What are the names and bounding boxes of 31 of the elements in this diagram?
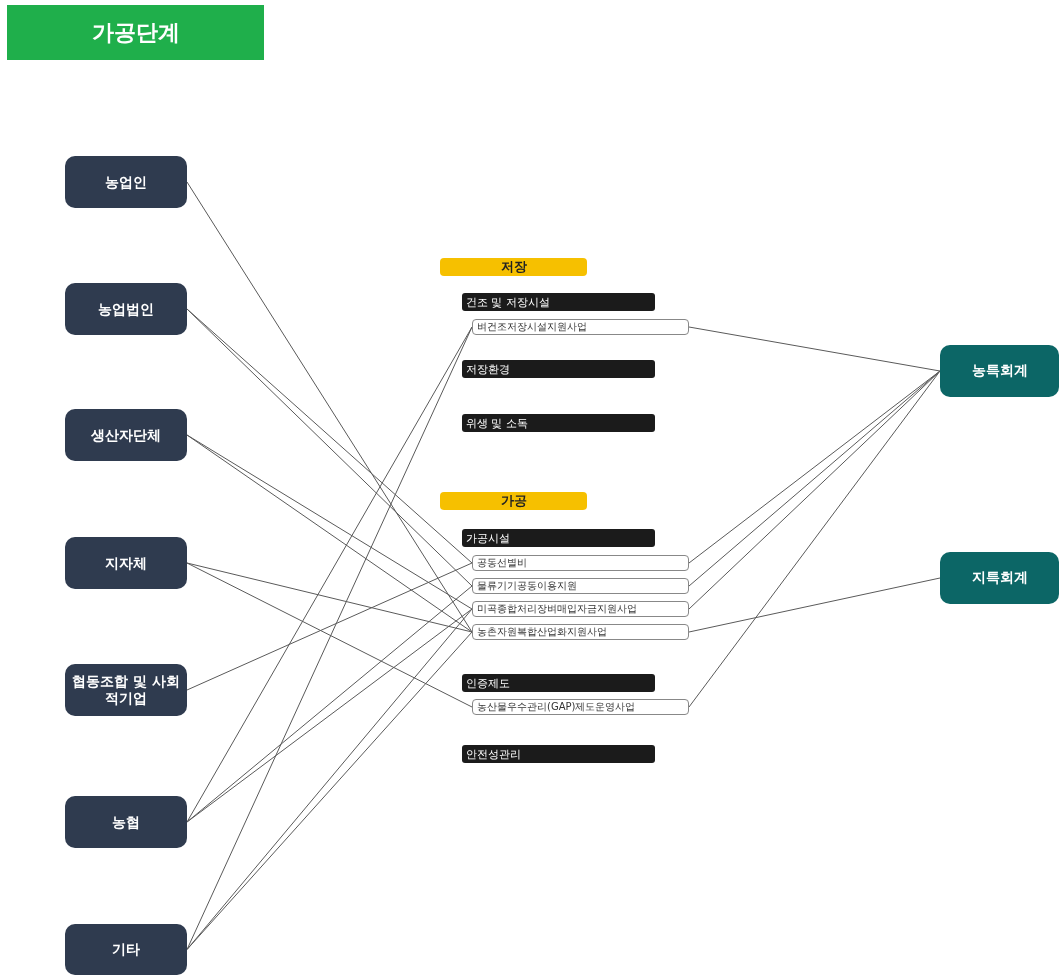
connector-line [186,326,473,950]
program-box: 미곡종합처리장벼매입자금지원사업 [472,601,689,617]
category-bar: 가공시설 [462,529,655,547]
category-bar: 안전성관리 [462,745,655,763]
account-box: 지특회계 [940,552,1059,604]
title-banner: 가공단계 [7,5,264,60]
connector-line [186,326,473,823]
category-bar: 저장환경 [462,360,655,378]
source-box: 기타 [65,924,187,975]
category-bar: 위생 및 소독 [462,414,655,432]
program-box: 벼건조저장시설지원사업 [472,319,689,335]
source-box: 농업인 [65,156,187,208]
source-box: 생산자단체 [65,409,187,461]
program-box: 공동선별비 [472,555,689,571]
program-box: 농촌자원복합산업화지원사업 [472,624,689,640]
connector-line [688,326,941,372]
category-bar: 인증제도 [462,674,655,692]
source-box: 협동조합 및 사회적기업 [65,664,187,716]
source-box: 농협 [65,796,187,848]
section-band: 가공 [440,492,587,510]
section-band: 저장 [440,258,587,276]
connector-line [688,577,941,633]
category-bar: 건조 및 저장시설 [462,293,655,311]
source-box: 지자체 [65,537,187,589]
program-box: 농산물우수관리(GAP)제도운영사업 [472,699,689,715]
connector-line [688,370,941,708]
connector-line [186,562,473,633]
connector-line [186,181,473,633]
source-box: 농업법인 [65,283,187,335]
program-box: 물류기기공동이용지원 [472,578,689,594]
account-box: 농특회계 [940,345,1059,397]
